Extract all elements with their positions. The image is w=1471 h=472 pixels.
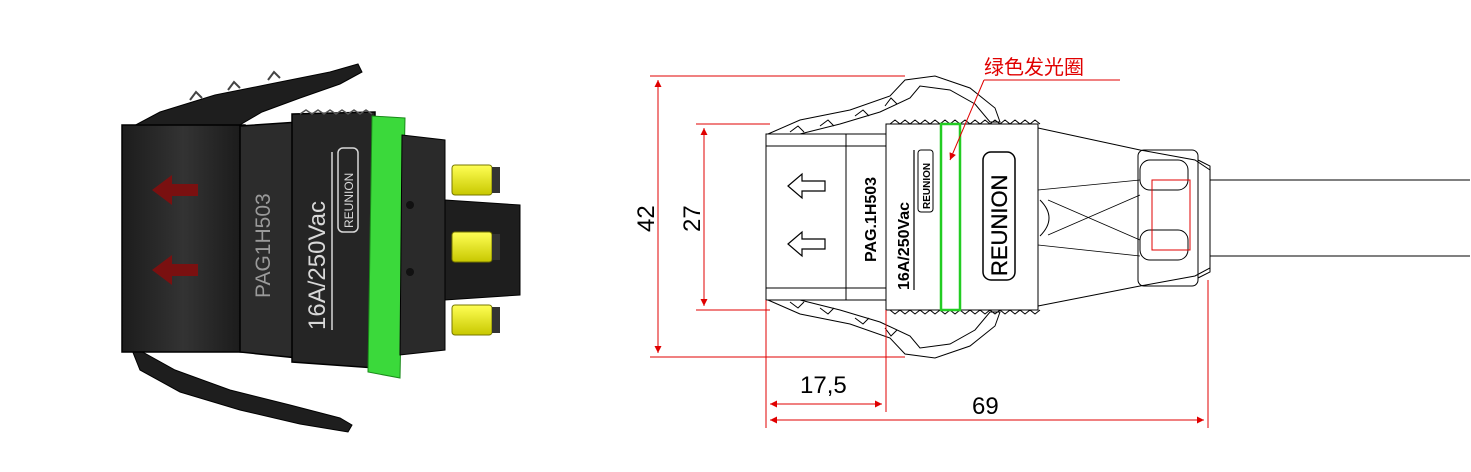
drawing-green-ring <box>939 122 962 312</box>
connector-drawing <box>765 75 1470 359</box>
render-brand-badge: REUNION <box>342 173 356 228</box>
drawing-top-latch <box>767 75 1001 135</box>
render-green-ring <box>367 115 406 379</box>
drawing-rating: 16A/250Vac <box>896 202 913 290</box>
drawing-brand-badge: REUNION <box>922 163 933 209</box>
dimension-labels: 42 27 17,5 69 <box>633 205 999 420</box>
drawing-part-number: PAG.1H503 <box>863 177 880 262</box>
render-direction-arrows <box>152 175 198 285</box>
dim-overall-length: 69 <box>972 393 999 420</box>
dimension-lines <box>650 75 1209 428</box>
render-bottom-latch <box>129 343 353 433</box>
render-top-latch <box>129 63 363 129</box>
render-contacts <box>451 164 500 336</box>
drawing-strain-relief <box>1037 127 1211 307</box>
drawing-cable <box>1210 179 1470 257</box>
drawing-brand-badge-frame <box>917 149 934 213</box>
render-back-housing <box>399 134 446 356</box>
connector-render: PAG1H503 16A/250Vac REUNION <box>121 63 521 433</box>
arrow-icon <box>152 255 198 285</box>
drawing-rear-housing <box>885 123 1039 311</box>
dim-overall-height: 42 <box>633 205 660 232</box>
drawing-brand-large-frame <box>982 151 1016 281</box>
dim-latch-length: 17,5 <box>800 372 847 399</box>
arrow-icon <box>787 172 826 200</box>
annotation-label: 绿色发光圈 <box>984 55 1084 79</box>
arrow-icon <box>787 230 826 258</box>
render-rating: 16A/250Vac <box>304 201 331 330</box>
dim-body-height: 27 <box>679 205 706 232</box>
render-brand-badge-frame <box>337 147 359 233</box>
arrow-icon <box>152 175 198 205</box>
drawing-bottom-latch <box>767 299 1001 359</box>
green-ring-annotation: 绿色发光圈 <box>949 55 1120 161</box>
drawing-markings: PAG.1H503 16A/250Vac REUNION REUNION <box>863 149 1012 290</box>
render-front-body <box>121 124 246 353</box>
render-part-number: PAG1H503 <box>252 193 275 298</box>
drawing-brand-large: REUNION <box>987 175 1012 276</box>
